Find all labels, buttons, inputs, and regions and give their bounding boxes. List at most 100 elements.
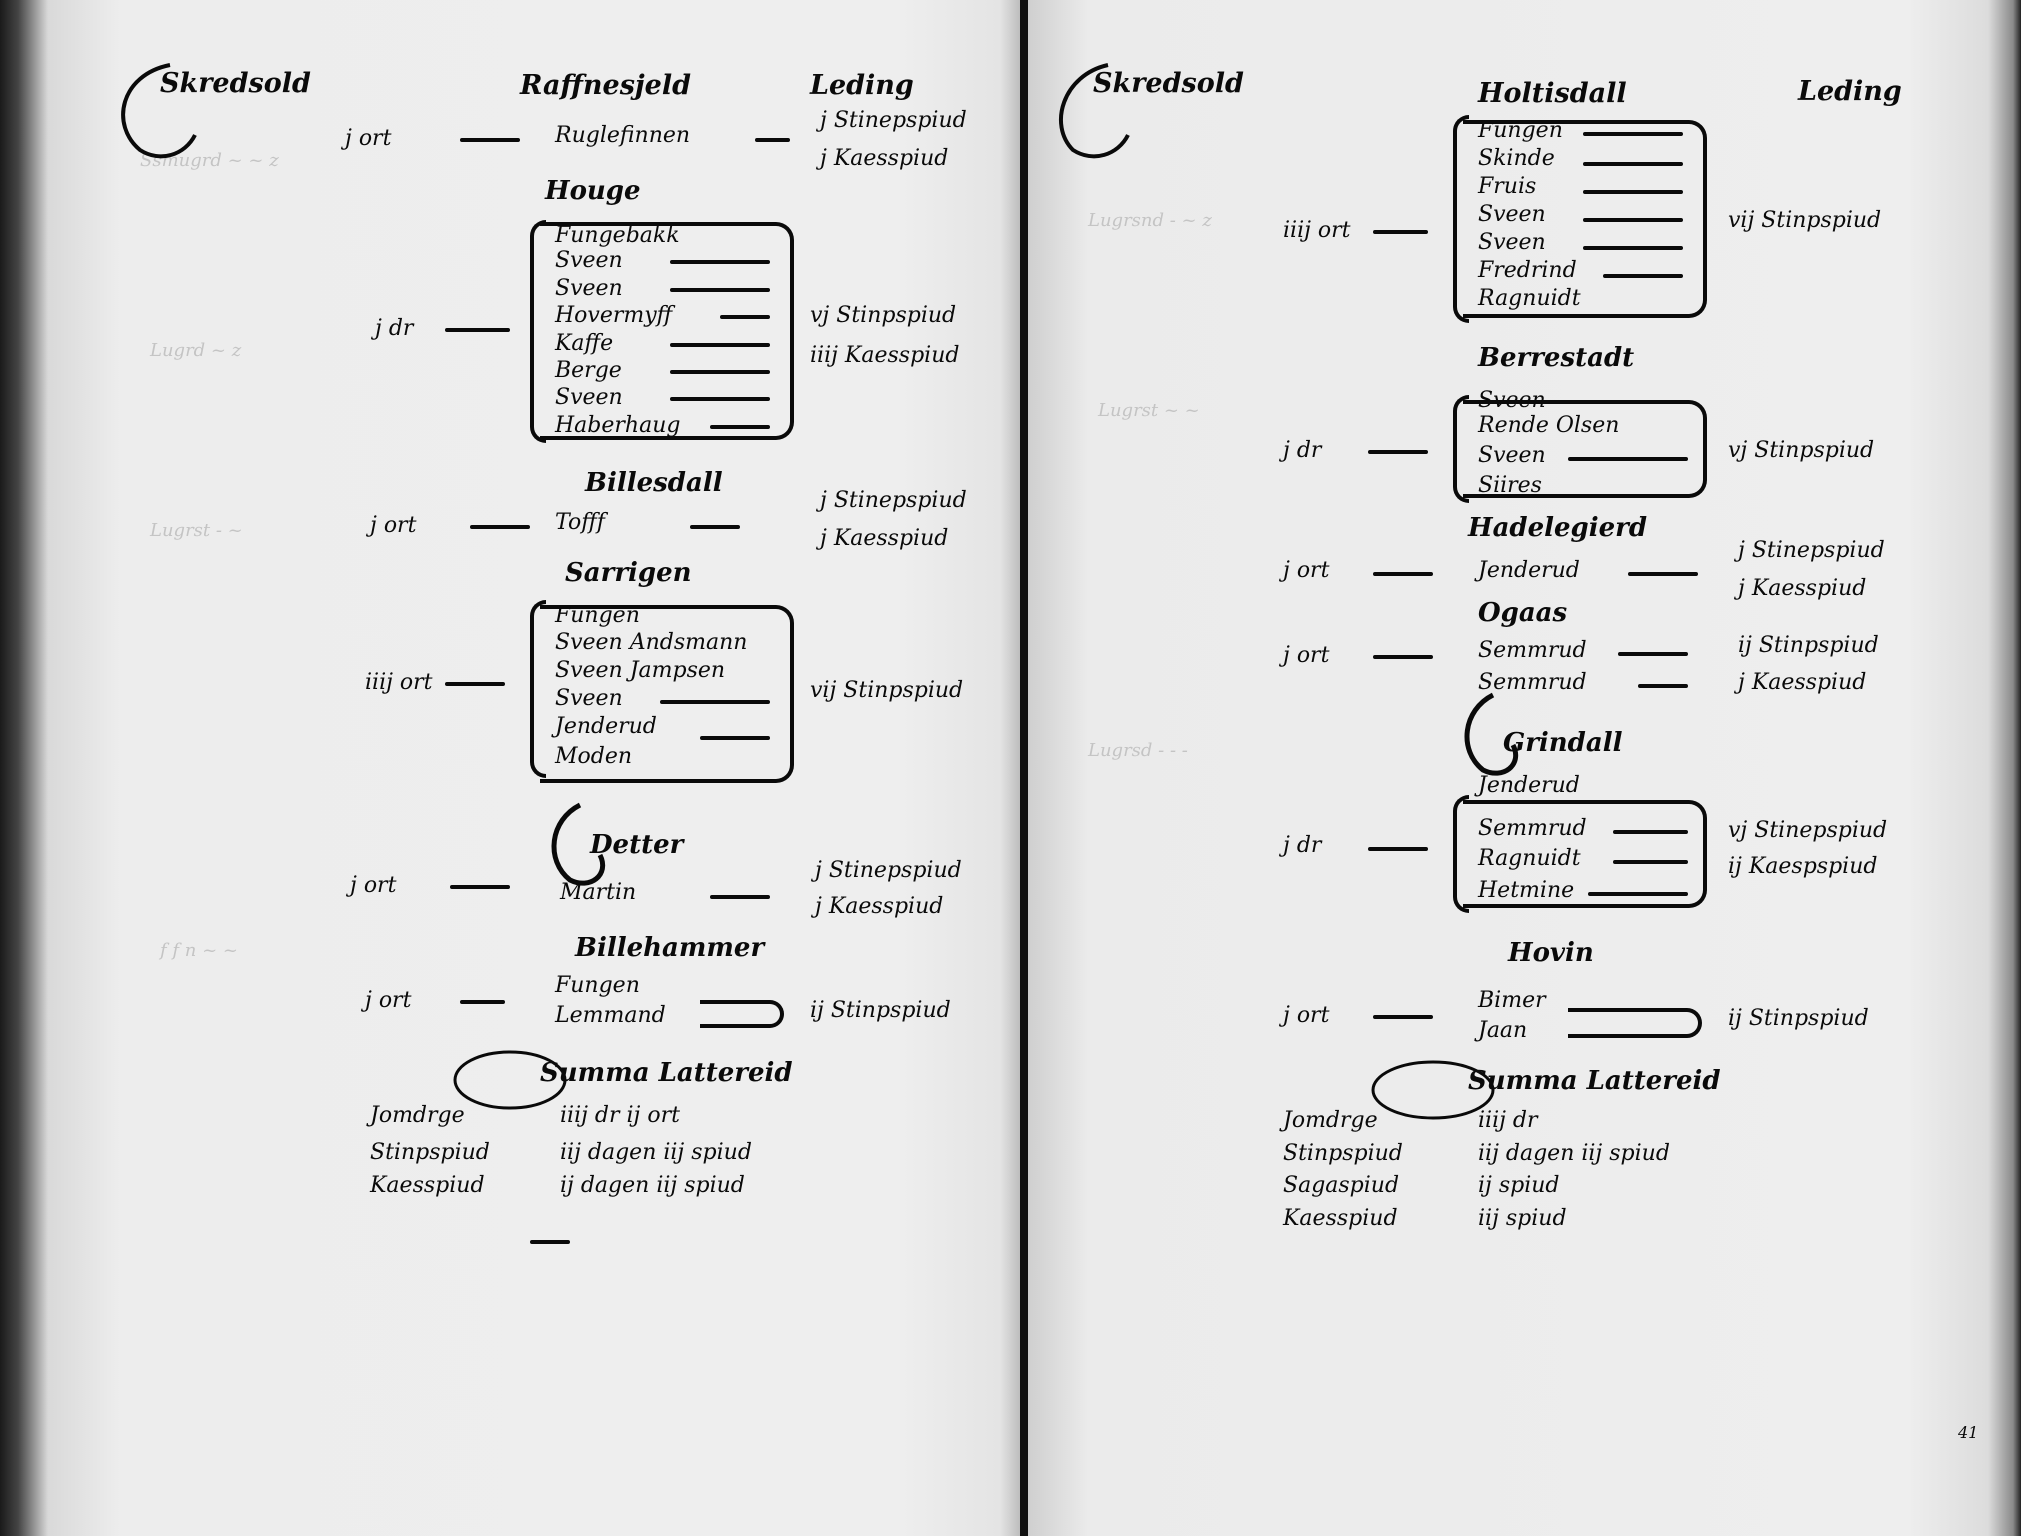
levy-item: vj Stinpspiud [1728, 438, 1875, 463]
farm-name: Kaffe [555, 331, 614, 356]
group-bracket [700, 1000, 784, 1028]
levy-item: j Stinepspiud [1738, 538, 1885, 563]
dash-rule [1588, 892, 1688, 896]
entry-rate: iiij ort [365, 670, 433, 695]
dash-rule [720, 315, 770, 319]
entry-rate: iiij ort [1283, 218, 1351, 243]
page-header-center: Holtisdall [1478, 78, 1627, 109]
page-header-left: Skredsold [1093, 68, 1244, 99]
entry-rate: j dr [1283, 438, 1322, 463]
farm-name: Skinde [1478, 146, 1555, 171]
dash-rule [445, 328, 510, 332]
farm-name: Jenderud [555, 714, 657, 739]
levy-item: vij Stinpspiud [810, 678, 964, 703]
dash-rule [670, 397, 770, 401]
group-bracket [540, 222, 794, 440]
farm-name: Semmrud [1478, 638, 1587, 663]
summary-label: Jomdrge [370, 1103, 465, 1128]
dash-rule [1583, 246, 1683, 250]
group-bracket [530, 600, 546, 778]
summary-heading: Summa Lattereid [1468, 1066, 1721, 1096]
farm-name: Siires [1478, 473, 1542, 498]
dash-rule [1373, 655, 1433, 659]
dash-rule [1638, 684, 1688, 688]
farm-name: Semmrud [1478, 816, 1587, 841]
dash-rule [1373, 1015, 1433, 1019]
farm-name: Sveen [1478, 230, 1546, 255]
dash-rule [1373, 572, 1433, 576]
farm-name: Sveen Andsmann [555, 630, 748, 655]
dash-rule [1583, 190, 1683, 194]
farm-name: Sveen [555, 385, 623, 410]
farm-name: Martin [560, 880, 637, 905]
farm-heading: Billehammer [575, 933, 765, 963]
book-gutter [1020, 0, 1028, 1536]
summary-value: ij dagen iij spiud [560, 1173, 745, 1198]
dash-rule [1583, 162, 1683, 166]
summary-heading: Summa Lattereid [540, 1058, 793, 1088]
summary-value: iij dagen iij spiud [560, 1140, 752, 1165]
page-header-center: Raffnesjeld [520, 70, 691, 101]
farm-heading: Ogaas [1478, 598, 1568, 628]
dash-rule [1613, 860, 1688, 864]
page-header-left: Skredsold [160, 68, 311, 99]
summary-label: Kaesspiud [1283, 1206, 1398, 1231]
left-page: Ssmugrd ~ ~ z Lugrd ~ z Lugrst - ~ f f n… [0, 0, 1020, 1536]
farm-name: Fungen [1478, 118, 1563, 143]
group-bracket [1568, 1008, 1702, 1038]
bleed-through: Lugrst - ~ [150, 520, 243, 541]
group-bracket [1463, 400, 1707, 498]
dash-rule [1373, 230, 1428, 234]
farm-name: Hovermyff [555, 303, 673, 328]
dash-rule [670, 288, 770, 292]
farm-heading: Houge [545, 176, 641, 206]
farm-name: Ragnuidt [1478, 846, 1581, 871]
levy-item: j Stinepspiud [815, 858, 962, 883]
summary-value: ij spiud [1478, 1173, 1560, 1198]
farm-name: Sveen [1478, 443, 1546, 468]
entry-rate: j dr [1283, 833, 1322, 858]
farm-name: Sveen [1478, 202, 1546, 227]
farm-heading: Billesdall [585, 468, 723, 498]
dash-rule [470, 525, 530, 529]
group-bracket [540, 605, 794, 783]
levy-item: j Kaesspiud [1738, 670, 1867, 695]
farm-name: Rende Olsen [1478, 413, 1620, 438]
farm-name: Tofff [555, 510, 605, 535]
levy-item: j Stinepspiud [820, 108, 967, 133]
summary-label: Sagaspiud [1283, 1173, 1400, 1198]
dash-rule [460, 1000, 505, 1004]
summary-label: Stinpspiud [1283, 1141, 1403, 1166]
summary-label: Kaesspiud [370, 1173, 485, 1198]
group-bracket [1453, 795, 1469, 913]
dash-rule [1613, 830, 1688, 834]
dash-rule [450, 885, 510, 889]
farm-heading: Detter [590, 830, 684, 860]
levy-item: vij Stinpspiud [1728, 208, 1882, 233]
levy-item: iiij Kaesspiud [810, 343, 960, 368]
summary-value: iiij dr ij ort [560, 1103, 680, 1128]
farm-name: Bimer [1478, 988, 1546, 1013]
dash-rule [1583, 132, 1683, 136]
dash-rule [1603, 274, 1683, 278]
bleed-through: Lugrd ~ z [150, 340, 242, 361]
right-page: Lugrsnd - ~ z Lugrst ~ ~ Lugrsd - - - Sk… [1028, 0, 2021, 1536]
bleed-through: Lugrsnd - ~ z [1088, 210, 1212, 231]
folio-number: 41 [1958, 1423, 1979, 1442]
bleed-through: Lugrsd - - - [1088, 740, 1188, 761]
bleed-through: Ssmugrd ~ ~ z [140, 150, 279, 171]
farm-heading: Berrestadt [1478, 343, 1635, 373]
farm-name: Fruis [1478, 174, 1537, 199]
dash-rule [670, 343, 770, 347]
levy-item: ij Stinpspiud [1728, 1006, 1869, 1031]
farm-name: Sveen [1478, 388, 1546, 413]
levy-item: j Kaesspiud [820, 526, 949, 551]
farm-name: Ragnuidt [1478, 286, 1581, 311]
entry-rate: j ort [350, 873, 397, 898]
dash-rule [530, 1240, 570, 1244]
farm-name: Ruglefinnen [555, 123, 691, 148]
summary-value: iiij dr [1478, 1108, 1538, 1133]
levy-item: j Stinepspiud [820, 488, 967, 513]
farm-name: Jenderud [1478, 558, 1580, 583]
entry-rate: j ort [1283, 558, 1330, 583]
